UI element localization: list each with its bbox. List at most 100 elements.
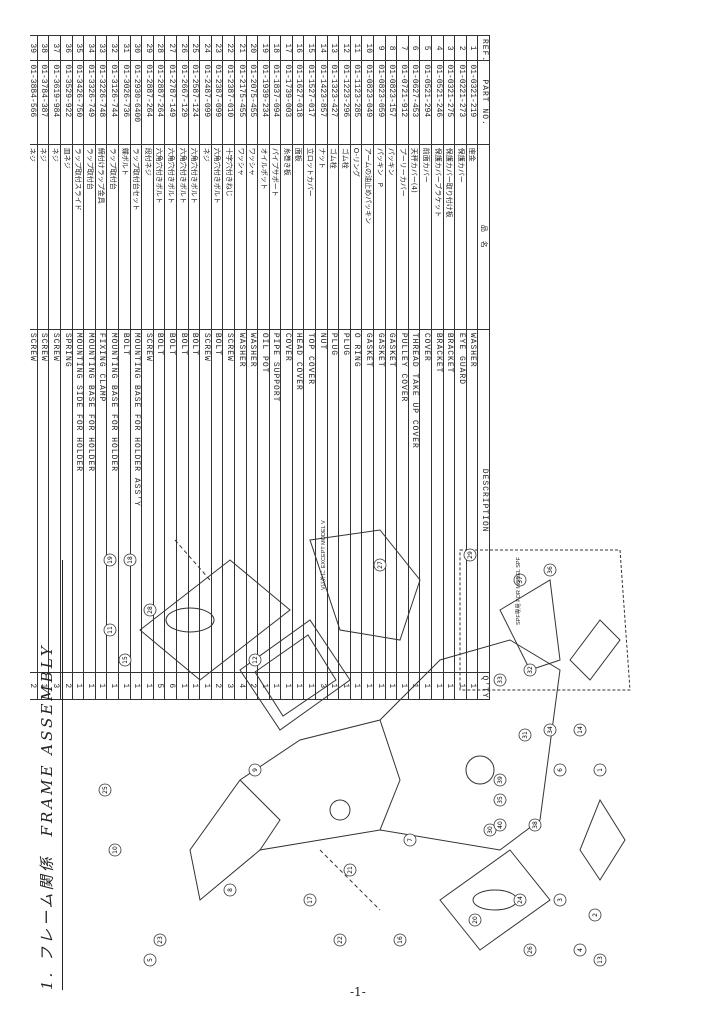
- callout-circle: [523, 663, 537, 677]
- callout-circle: [463, 548, 477, 562]
- callout-number: 29: [467, 551, 474, 559]
- japanese-name-cell: 六角穴付きボルト: [211, 144, 223, 330]
- part-no-cell: 01-1323-427: [327, 60, 339, 145]
- callout-circle: [333, 933, 347, 947]
- ref-no-cell: 16: [292, 35, 304, 61]
- holder-bracket: [499, 579, 561, 671]
- part-no-cell: 01-2667-129: [176, 60, 189, 145]
- part-no-cell: 01-3884-566: [30, 60, 38, 145]
- face-plate: [439, 849, 551, 951]
- ref-no-cell: 39: [30, 35, 38, 61]
- callout-circle: [493, 818, 507, 832]
- callout-number: 12: [252, 656, 259, 664]
- callout-circle: [303, 893, 317, 907]
- part-no-cell: 01-2175-455: [234, 60, 247, 145]
- callout-circle: [518, 728, 532, 742]
- part-no-cell: 01-0521-246: [431, 60, 444, 145]
- part-no-cell: 01-1423-857: [315, 60, 328, 145]
- callout-number: 9: [252, 768, 259, 772]
- japanese-name-cell: プーリーカバー: [396, 144, 409, 330]
- callout-circle: [523, 943, 537, 957]
- part-no-cell: 01-1739-003: [280, 60, 293, 145]
- arm-opening: [465, 755, 495, 785]
- callout-number: 39: [497, 776, 504, 784]
- part-no-cell: 01-2387-099: [211, 60, 223, 145]
- callout-number: 11: [107, 626, 114, 634]
- diagram-linework: [139, 529, 631, 951]
- callout-number: 35: [497, 796, 504, 804]
- callout-number: 37: [517, 576, 524, 584]
- part-no-cell: 01-3619-984: [48, 60, 61, 145]
- part-no-cell: 01-3784-387: [37, 60, 49, 145]
- part-no-cell: 01-3226-748: [95, 60, 107, 145]
- callout-number: 38: [532, 821, 539, 829]
- callout-circle: [153, 933, 167, 947]
- ref-no-cell: 27: [164, 35, 177, 61]
- callout-number: 33: [497, 676, 504, 684]
- callout-number: 18: [127, 556, 134, 564]
- japanese-name-cell: 六角穴付きボルト: [188, 144, 200, 330]
- title-underline: [62, 560, 63, 990]
- japanese-name-cell: ラップ取付台セット: [130, 144, 142, 330]
- callout-circle: [248, 763, 262, 777]
- callout-circle: [393, 933, 407, 947]
- callout-number: 2: [592, 913, 599, 917]
- part-no-cell: 01-2075-455: [246, 60, 258, 145]
- frame-assembly-diagram: 1234567891011121314151617181920212223242…: [98, 520, 631, 967]
- ref-no-cell: 6: [408, 35, 420, 61]
- part-no-cell: 01-1627-018: [292, 60, 304, 145]
- ref-no-cell: 5: [419, 35, 432, 61]
- callout-number: 40: [497, 821, 504, 829]
- callout-number: 19: [107, 556, 114, 564]
- japanese-name-cell: ゴム栓: [338, 144, 351, 330]
- gasket: [239, 619, 351, 731]
- ref-no-cell: 36: [60, 35, 73, 61]
- ref-no-cell: 14: [315, 35, 328, 61]
- ref-no-cell: 10: [361, 35, 374, 61]
- callout-number: 27: [377, 561, 384, 569]
- ref-no-cell: 18: [269, 35, 281, 61]
- japanese-name-cell: 十字穴付きねじ: [222, 144, 235, 330]
- japanese-name-cell: ゴム栓: [327, 144, 339, 330]
- part-no-cell: 01-3026-736: [118, 60, 131, 145]
- ref-no-cell: 13: [327, 35, 339, 61]
- spf-group-outline: [459, 549, 631, 691]
- ref-no-cell: 34: [83, 35, 96, 61]
- ref-no-cell: 15: [304, 35, 316, 61]
- ref-no-cell: 32: [106, 35, 119, 61]
- japanese-name-cell: 前面カバー: [419, 144, 432, 330]
- eye-guard: [579, 798, 626, 881]
- ref-no-cell: 9: [373, 35, 386, 61]
- japanese-name-cell: 蝶ボルト: [118, 144, 131, 330]
- holder-slide: [569, 619, 621, 681]
- ref-no-cell: 7: [396, 35, 409, 61]
- ref-no-cell: 17: [280, 35, 293, 61]
- callout-number: 25: [102, 786, 109, 794]
- japanese-name-cell: 糸巻き板: [280, 144, 293, 330]
- part-no-cell: 01-2887-264: [141, 60, 154, 145]
- callout-circle: [143, 953, 157, 967]
- callout-number: 8: [227, 888, 234, 892]
- callout-circle: [143, 603, 157, 617]
- part-no-cell: 01-0321-219: [466, 60, 478, 145]
- callout-number: 31: [522, 731, 529, 739]
- part-no-cell: 01-3126-744: [106, 60, 119, 145]
- japanese-name-cell: 段付ネジ: [141, 144, 154, 330]
- callout-circle: [103, 623, 117, 637]
- japanese-name-cell: ラップ取付スライド: [72, 144, 84, 330]
- part-no-cell: 01-0521-294: [419, 60, 432, 145]
- callout-number: 20: [472, 916, 479, 924]
- ref-no-cell: 23: [211, 35, 223, 61]
- callout-circle: [493, 673, 507, 687]
- callout-number: 22: [337, 936, 344, 944]
- japanese-name-cell: パッキン P: [373, 144, 386, 330]
- note-except-model-v: V以外に EXCEPT MODEL V: [319, 520, 327, 590]
- part-no-cell: 01-0823-059: [373, 60, 386, 145]
- callout-number: 34: [547, 726, 554, 734]
- callout-number: 36: [547, 566, 554, 574]
- top-cover-badge: [165, 607, 215, 633]
- japanese-name-cell: ネジ: [30, 144, 38, 330]
- page-number: -1-: [350, 985, 366, 999]
- callout-circle: [103, 553, 117, 567]
